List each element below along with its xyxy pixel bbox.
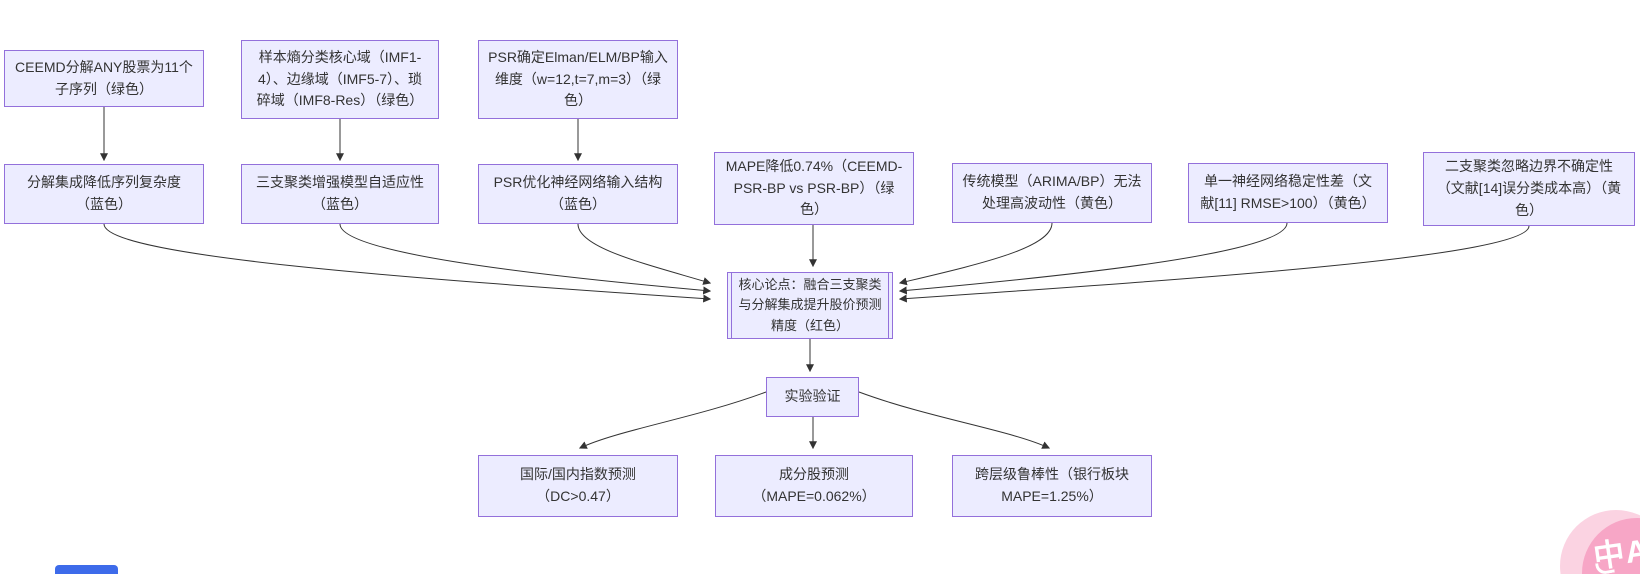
node-label: 实验验证 — [784, 388, 841, 405]
node-label: 三支聚类增强模型自适应性（蓝色） — [256, 174, 424, 212]
edge-psropt-core — [577, 223, 712, 285]
edge-experiment-robustness — [858, 391, 1051, 449]
node-decomposition-ensemble: 分解集成降低序列复杂度（蓝色） — [4, 164, 204, 224]
cropped-blue-ui-fragment — [55, 565, 118, 574]
node-cross-level-robustness: 跨层级鲁棒性（银行板块MAPE=1.25%） — [952, 455, 1152, 517]
node-mape-reduction: MAPE降低0.74%（CEEMD-PSR-BP vs PSR-BP）（绿色） — [714, 152, 914, 225]
edge-experiment-index — [578, 391, 767, 449]
edge-decomp-core — [103, 223, 712, 303]
node-three-way-clustering: 三支聚类增强模型自适应性（蓝色） — [241, 164, 439, 224]
node-label: 成分股预测（MAPE=0.062%） — [752, 466, 876, 504]
edge-singlenn-core — [898, 222, 1288, 295]
node-label: 国际/国内指数预测（DC>0.47） — [520, 466, 636, 504]
node-psr-optimize: PSR优化神经网络输入结构（蓝色） — [478, 164, 678, 224]
node-label: PSR优化神经网络输入结构（蓝色） — [493, 174, 663, 212]
node-label: 单一神经网络稳定性差（文献[11] RMSE>100）（黄色） — [1200, 173, 1376, 211]
node-traditional-models: 传统模型（ARIMA/BP）无法处理高波动性（黄色） — [952, 163, 1152, 223]
node-experiment-validation: 实验验证 — [766, 377, 859, 417]
node-label: PSR确定Elman/ELM/BP输入维度（w=12,t=7,m=3）（绿色） — [488, 48, 668, 109]
node-label: CEEMD分解ANY股票为11个子序列（绿色） — [15, 58, 193, 97]
edge-threeway-core — [339, 223, 712, 295]
node-ceemd-decompose: CEEMD分解ANY股票为11个子序列（绿色） — [4, 50, 204, 107]
edge-traditional-core — [898, 222, 1053, 286]
node-single-nn-instability: 单一神经网络稳定性差（文献[11] RMSE>100）（黄色） — [1188, 163, 1388, 223]
node-label: 样本熵分类核心域（IMF1-4）、边缘域（IMF5-7）、琐碎域（IMF8-Re… — [256, 48, 424, 109]
node-label: 传统模型（ARIMA/BP）无法处理高波动性（黄色） — [962, 173, 1142, 211]
node-label: 跨层级鲁棒性（银行板块MAPE=1.25%） — [975, 466, 1129, 504]
edge-twoway-core — [898, 225, 1530, 303]
node-index-prediction: 国际/国内指数预测（DC>0.47） — [478, 455, 678, 517]
node-label: 核心论点：融合三支聚类与分解集成提升股价预测精度（红色） — [738, 277, 882, 333]
node-psr-input-dim: PSR确定Elman/ELM/BP输入维度（w=12,t=7,m=3）（绿色） — [478, 40, 678, 119]
node-label: MAPE降低0.74%（CEEMD-PSR-BP vs PSR-BP）（绿色） — [725, 157, 903, 218]
node-core-thesis: 核心论点：融合三支聚类与分解集成提升股价预测精度（红色） — [727, 272, 893, 339]
node-sample-entropy: 样本熵分类核心域（IMF1-4）、边缘域（IMF5-7）、琐碎域（IMF8-Re… — [241, 40, 439, 119]
node-two-way-clustering: 二支聚类忽略边界不确定性（文献[14]误分类成本高）（黄色） — [1423, 152, 1635, 226]
node-label: 分解集成降低序列复杂度（蓝色） — [27, 174, 181, 212]
node-label: 二支聚类忽略边界不确定性（文献[14]误分类成本高）（黄色） — [1436, 158, 1622, 218]
node-component-stock: 成分股预测（MAPE=0.062%） — [715, 455, 913, 517]
